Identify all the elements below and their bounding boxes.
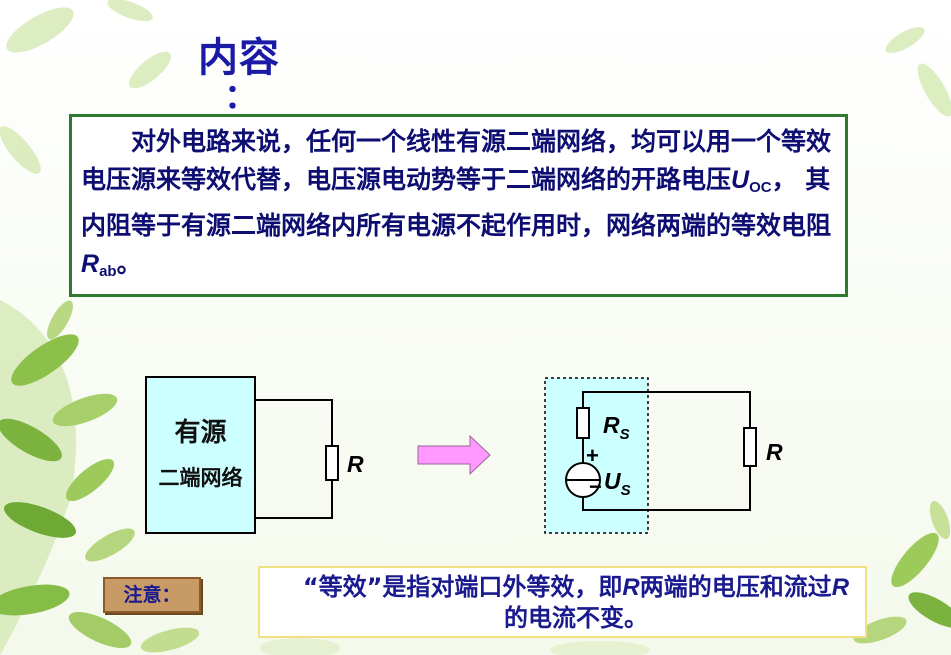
equivalent-source-region (544, 377, 649, 534)
network-label-line1: 有源 (174, 418, 227, 448)
right-resistor-label: R (766, 439, 783, 465)
plus-sign: + (586, 443, 599, 468)
rs-resistor (576, 407, 590, 439)
left-circuit-wires (256, 399, 333, 519)
page-title: 内容 (198, 35, 280, 81)
rs-label: RS (603, 412, 630, 443)
right-resistor (743, 427, 757, 467)
left-resistor (325, 445, 339, 481)
content-box: 对外电路来说，任何一个线性有源二端网络，均可以用一个等效电压源来等效代替，电压源… (69, 114, 848, 297)
note-box: “等效”是指对端口外等效，即R两端的电压和流过R的电流不变。 (258, 566, 867, 638)
right-circuit-wires (582, 391, 751, 511)
equivalence-arrow (417, 434, 491, 476)
paragraph-part3: 。 (116, 249, 142, 278)
active-network-box: 有源 二端网络 (145, 376, 256, 534)
network-label-line2: 二端网络 (158, 466, 243, 490)
left-resistor-label: R (347, 451, 364, 477)
minus-sign: − (589, 474, 602, 499)
paragraph-part2: ， 其内阻等于有源二端网络内所有电源不起作用时，网络两端的等效电阻 (81, 165, 832, 240)
paragraph-part1: 对外电路来说，任何一个线性有源二端网络，均可以用一个等效电压源来等效代替，电压源… (81, 127, 832, 194)
note-text: “等效”是指对端口外等效，即R两端的电压和流过R的电流不变。 (302, 573, 850, 632)
rab-symbol: Rab (81, 250, 117, 280)
title-colon: ： (224, 77, 258, 117)
uoc-symbol: UOC (731, 166, 772, 196)
us-label: US (604, 468, 631, 499)
content-paragraph: 对外电路来说，任何一个线性有源二端网络，均可以用一个等效电压源来等效代替，电压源… (81, 123, 841, 291)
note-label: 注意： (103, 577, 201, 613)
